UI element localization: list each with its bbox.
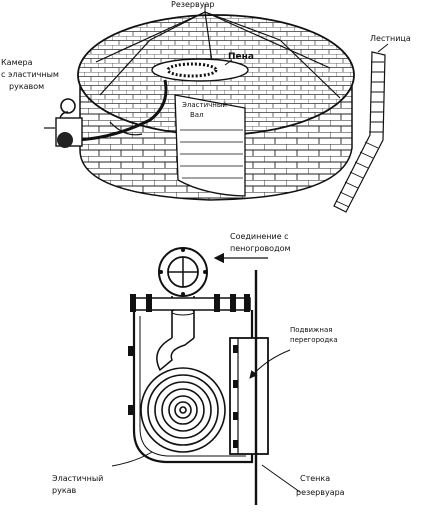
foam-texture — [166, 62, 218, 78]
label-elastic-dam-1: Эластичный — [182, 101, 227, 109]
bottom-leaders — [111, 349, 301, 493]
foam-surface — [151, 58, 249, 82]
chamber-body — [132, 310, 254, 464]
label-connection-2: пеногроводом — [230, 244, 291, 253]
cutaway-section — [174, 94, 246, 197]
label-ladder: Лестница — [370, 34, 411, 43]
roof-ribs — [95, 11, 341, 99]
label-partition-2: перегородка — [290, 336, 338, 344]
label-partition-1: Подвижная — [290, 326, 333, 334]
top-leaders — [204, 4, 389, 66]
movable-partition — [229, 337, 269, 455]
chamber-top — [44, 98, 83, 148]
cutaway-lines — [180, 129, 243, 179]
label-connection-1: Соединение с — [230, 232, 289, 241]
label-chamber-1: Камера — [1, 58, 33, 67]
label-wall-1: Стенка — [300, 474, 331, 483]
reservoir-tank — [69, 11, 355, 201]
label-chamber-2: с эластичным — [1, 70, 59, 79]
label-elastic-dam-2: Вал — [190, 111, 204, 119]
label-wall-2: резервуара — [296, 488, 345, 497]
coiled-hose — [140, 367, 226, 453]
label-reservoir: Резервуар — [171, 0, 215, 9]
chamber-section — [128, 247, 269, 505]
elastic-dam-line — [69, 79, 168, 142]
label-hose-2: рукав — [52, 486, 77, 495]
label-hose-1: Эластичный — [52, 474, 104, 483]
label-foam: Пена — [228, 52, 254, 62]
label-chamber-3: рукавом — [9, 82, 45, 91]
ladder — [333, 51, 386, 213]
